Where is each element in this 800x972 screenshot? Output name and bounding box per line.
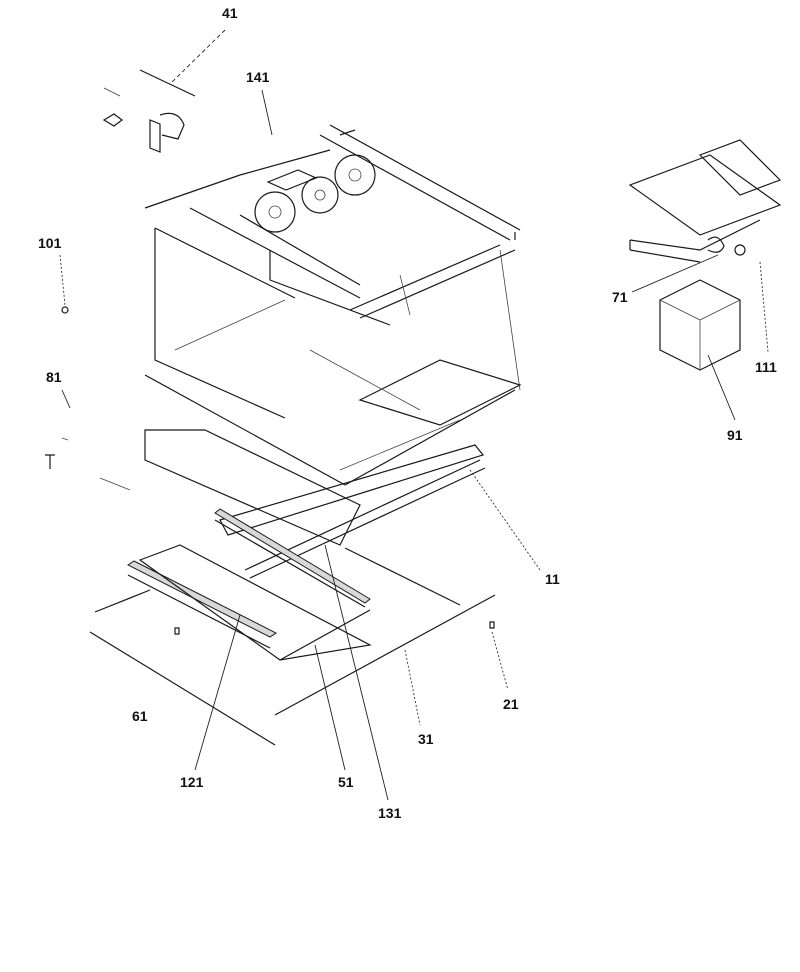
right-subassembly <box>628 139 782 421</box>
callout-81: 81 <box>46 369 62 385</box>
part-31-panel <box>274 547 496 726</box>
leader-41 <box>169 29 226 85</box>
callout-41: 41 <box>222 5 238 21</box>
part-101-screw <box>59 254 69 314</box>
callout-91: 91 <box>727 427 743 443</box>
callout-101: 101 <box>38 235 62 251</box>
callout-71: 71 <box>612 289 628 305</box>
part-41-bracket <box>102 69 196 153</box>
part-81-fitting <box>45 389 71 469</box>
leader-141 <box>261 89 273 136</box>
callout-51: 51 <box>338 774 354 790</box>
callout-121: 121 <box>180 774 204 790</box>
callout-61: 61 <box>132 708 148 724</box>
callout-131: 131 <box>378 805 402 821</box>
callout-111: 111 <box>755 359 777 375</box>
part-131-rail <box>214 508 389 801</box>
part-61-sheet <box>89 589 276 746</box>
callout-21: 21 <box>503 696 519 712</box>
part-11-base-frame <box>99 429 541 579</box>
part-121-rail <box>127 560 277 771</box>
part-141-chassis <box>144 124 522 486</box>
callout-31: 31 <box>418 731 434 747</box>
callout-11: 11 <box>545 571 560 587</box>
part-51-tray <box>138 544 372 771</box>
callout-141: 141 <box>246 69 270 85</box>
part-21-screw <box>489 621 509 691</box>
